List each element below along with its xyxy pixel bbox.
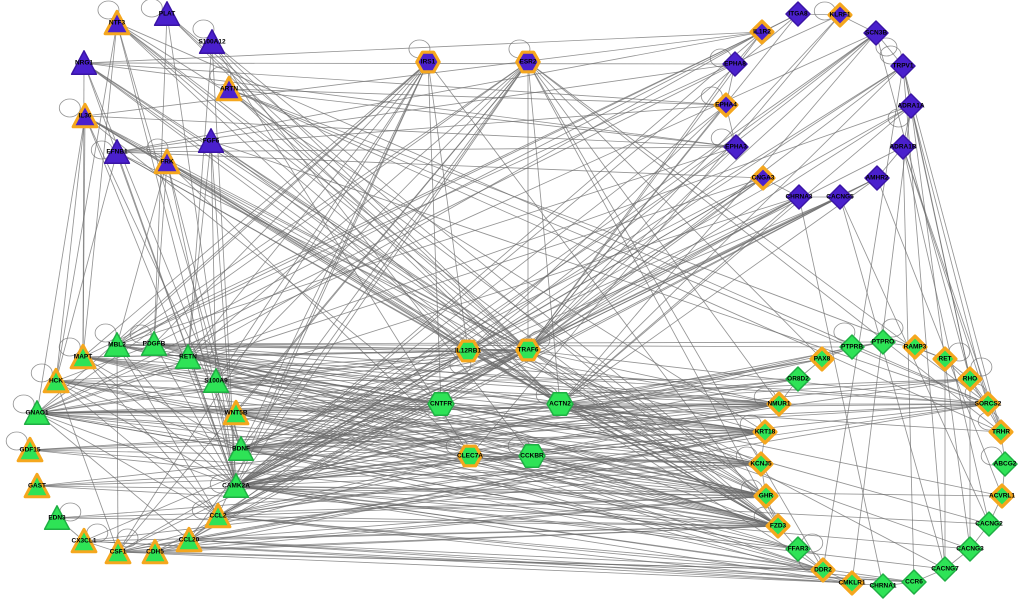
svg-text:S100A9: S100A9 — [204, 378, 228, 385]
svg-text:EFNB1: EFNB1 — [106, 149, 128, 156]
svg-text:EPHA8: EPHA8 — [724, 61, 746, 68]
svg-text:PTPRB: PTPRB — [841, 344, 863, 351]
svg-text:CACNG3: CACNG3 — [956, 546, 984, 553]
svg-text:RETN: RETN — [179, 354, 197, 361]
svg-text:CX3CL1: CX3CL1 — [72, 538, 97, 545]
svg-text:PLAT: PLAT — [159, 11, 176, 18]
svg-text:CACNG7: CACNG7 — [931, 566, 959, 573]
svg-text:TRAF6: TRAF6 — [518, 347, 539, 354]
svg-text:CAMK2A: CAMK2A — [222, 483, 250, 490]
svg-text:CNTFR: CNTFR — [430, 401, 452, 408]
svg-text:GNAO1: GNAO1 — [25, 410, 49, 417]
svg-text:ESR2: ESR2 — [520, 59, 537, 66]
svg-text:ACVRL1: ACVRL1 — [989, 493, 1015, 500]
svg-text:FGF6: FGF6 — [203, 138, 220, 145]
svg-text:ACTN2: ACTN2 — [549, 401, 571, 408]
svg-text:CCR6: CCR6 — [905, 579, 923, 586]
svg-text:EPHA3: EPHA3 — [725, 144, 747, 151]
svg-text:IL12RB1: IL12RB1 — [455, 348, 481, 355]
svg-text:CNGA3: CNGA3 — [752, 175, 775, 182]
svg-text:DDR2: DDR2 — [814, 567, 832, 574]
svg-text:CSF1: CSF1 — [110, 549, 127, 556]
svg-text:FRK: FRK — [160, 159, 174, 166]
svg-text:ITGA8: ITGA8 — [788, 11, 808, 18]
svg-text:NMUR1: NMUR1 — [767, 401, 790, 408]
svg-text:RET: RET — [939, 356, 952, 363]
svg-text:TRPV1: TRPV1 — [893, 63, 914, 70]
svg-text:HCK: HCK — [49, 378, 63, 385]
svg-text:CLEC7A: CLEC7A — [457, 453, 483, 460]
svg-text:RAMP3: RAMP3 — [904, 344, 927, 351]
svg-text:NTF3: NTF3 — [109, 20, 126, 27]
svg-text:CHRNA1: CHRNA1 — [869, 583, 896, 590]
svg-text:CCKBR: CCKBR — [520, 453, 544, 460]
svg-text:OR8D2: OR8D2 — [787, 376, 809, 383]
svg-text:CCL2: CCL2 — [210, 513, 227, 520]
svg-text:MBL2: MBL2 — [108, 342, 126, 349]
svg-text:AMHR2: AMHR2 — [865, 175, 888, 182]
svg-text:IRS1: IRS1 — [421, 59, 436, 66]
svg-text:BDNF: BDNF — [232, 446, 250, 453]
svg-text:CACNG2: CACNG2 — [975, 521, 1003, 528]
svg-text:CACNG5: CACNG5 — [826, 194, 854, 201]
svg-text:NRG1: NRG1 — [75, 60, 93, 67]
svg-text:KLRF1: KLRF1 — [830, 12, 851, 19]
svg-text:SORCS2: SORCS2 — [975, 401, 1002, 408]
svg-text:SCN3B: SCN3B — [865, 30, 887, 37]
svg-text:IL36: IL36 — [78, 113, 91, 120]
svg-text:GDF15: GDF15 — [20, 447, 41, 454]
svg-text:PTPRO: PTPRO — [872, 339, 894, 346]
svg-text:IL1R2: IL1R2 — [753, 29, 771, 36]
svg-text:TRHR: TRHR — [992, 429, 1010, 436]
svg-text:RHO: RHO — [963, 376, 977, 383]
svg-text:KRT18: KRT18 — [755, 429, 776, 436]
svg-text:PDGFB: PDGFB — [143, 341, 166, 348]
svg-text:EDN3: EDN3 — [48, 515, 66, 522]
svg-text:ADRA1B: ADRA1B — [889, 144, 916, 151]
svg-text:S100A12: S100A12 — [198, 39, 225, 46]
svg-text:CHRNA3: CHRNA3 — [785, 194, 812, 201]
svg-text:GAST: GAST — [28, 483, 46, 490]
svg-text:KCNJ5: KCNJ5 — [750, 461, 772, 468]
svg-text:CMKLR1: CMKLR1 — [838, 580, 865, 587]
svg-text:PAX8: PAX8 — [814, 356, 831, 363]
svg-text:CDH5: CDH5 — [146, 549, 164, 556]
svg-text:WNT5B: WNT5B — [224, 410, 247, 417]
svg-text:GHR: GHR — [759, 493, 774, 500]
svg-text:ABCG2: ABCG2 — [994, 461, 1017, 468]
svg-text:EPHA4: EPHA4 — [715, 102, 737, 109]
svg-text:FZD3: FZD3 — [770, 523, 787, 530]
svg-text:CCL20: CCL20 — [179, 537, 200, 544]
svg-text:FFAR3: FFAR3 — [788, 546, 809, 553]
svg-text:ADRA1A: ADRA1A — [897, 103, 924, 110]
svg-text:MAPT: MAPT — [74, 354, 92, 361]
svg-text:ARTN: ARTN — [220, 86, 238, 93]
